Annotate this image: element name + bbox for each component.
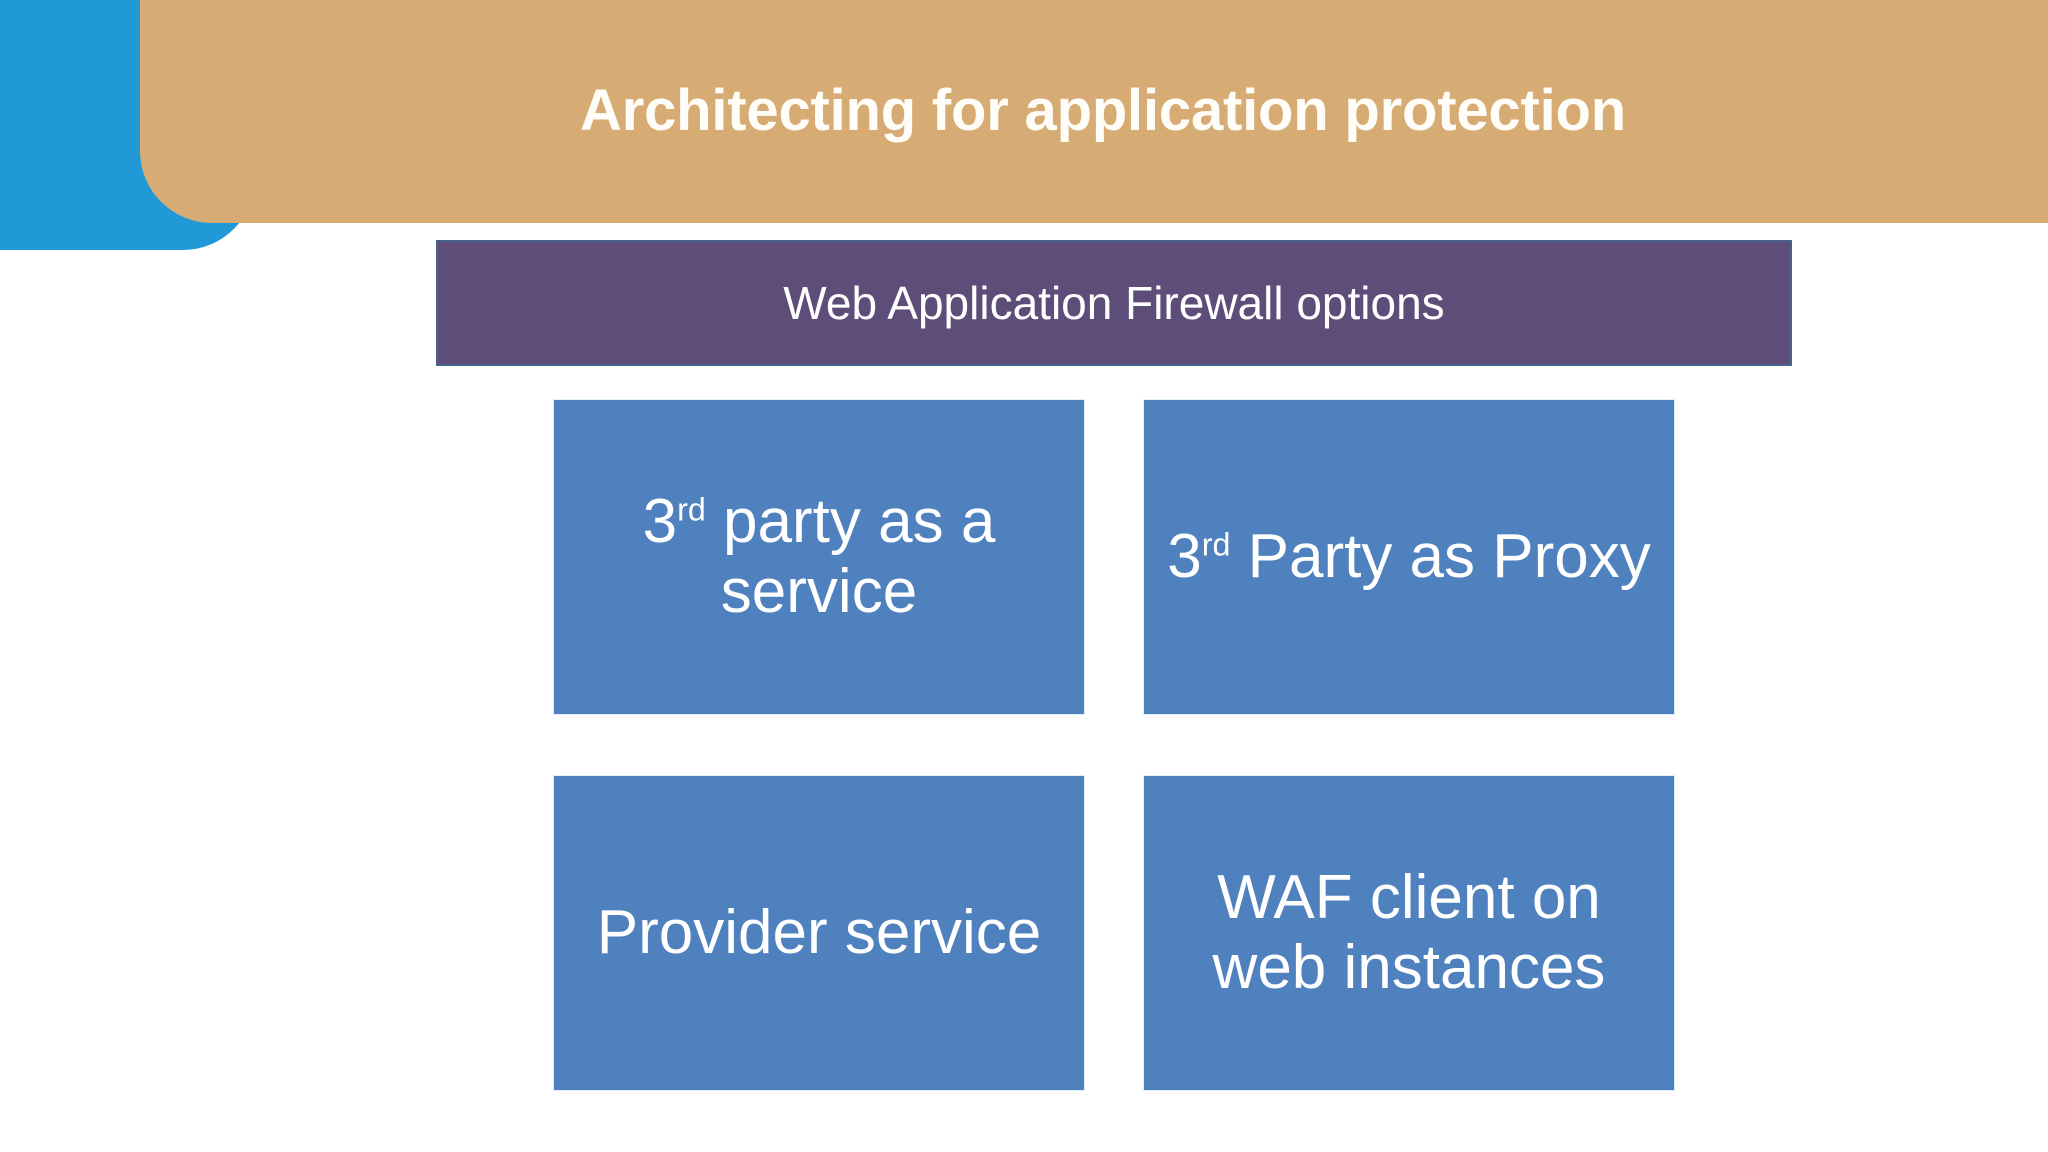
option-box-third-party-as-a-service[interactable]: 3rd party as a service <box>553 399 1085 715</box>
waf-options-header-label: Web Application Firewall options <box>783 276 1445 329</box>
option-label: 3rd Party as Proxy <box>1167 522 1651 592</box>
option-label: 3rd party as a service <box>568 487 1070 627</box>
option-ordinal-suffix: rd <box>1201 526 1231 563</box>
option-label: WAF client on web instances <box>1158 863 1660 1003</box>
option-ordinal: 3 <box>642 486 678 556</box>
option-text: Provider service <box>596 897 1042 967</box>
option-text: party as a service <box>705 486 996 626</box>
waf-options-grid: 3rd party as a service 3rd Party as Prox… <box>553 399 1675 1117</box>
option-box-provider-service[interactable]: Provider service <box>553 775 1085 1091</box>
waf-options-header: Web Application Firewall options <box>436 240 1792 366</box>
option-ordinal-suffix: rd <box>677 491 706 528</box>
option-text: WAF client on web instances <box>1212 862 1606 1002</box>
option-ordinal: 3 <box>1167 521 1202 591</box>
option-box-third-party-as-proxy[interactable]: 3rd Party as Proxy <box>1143 399 1675 715</box>
option-text: Party as Proxy <box>1230 521 1651 591</box>
option-label: Provider service <box>597 898 1041 968</box>
option-box-waf-client-on-web-instances[interactable]: WAF client on web instances <box>1143 775 1675 1091</box>
header-tan-banner <box>140 0 2048 223</box>
